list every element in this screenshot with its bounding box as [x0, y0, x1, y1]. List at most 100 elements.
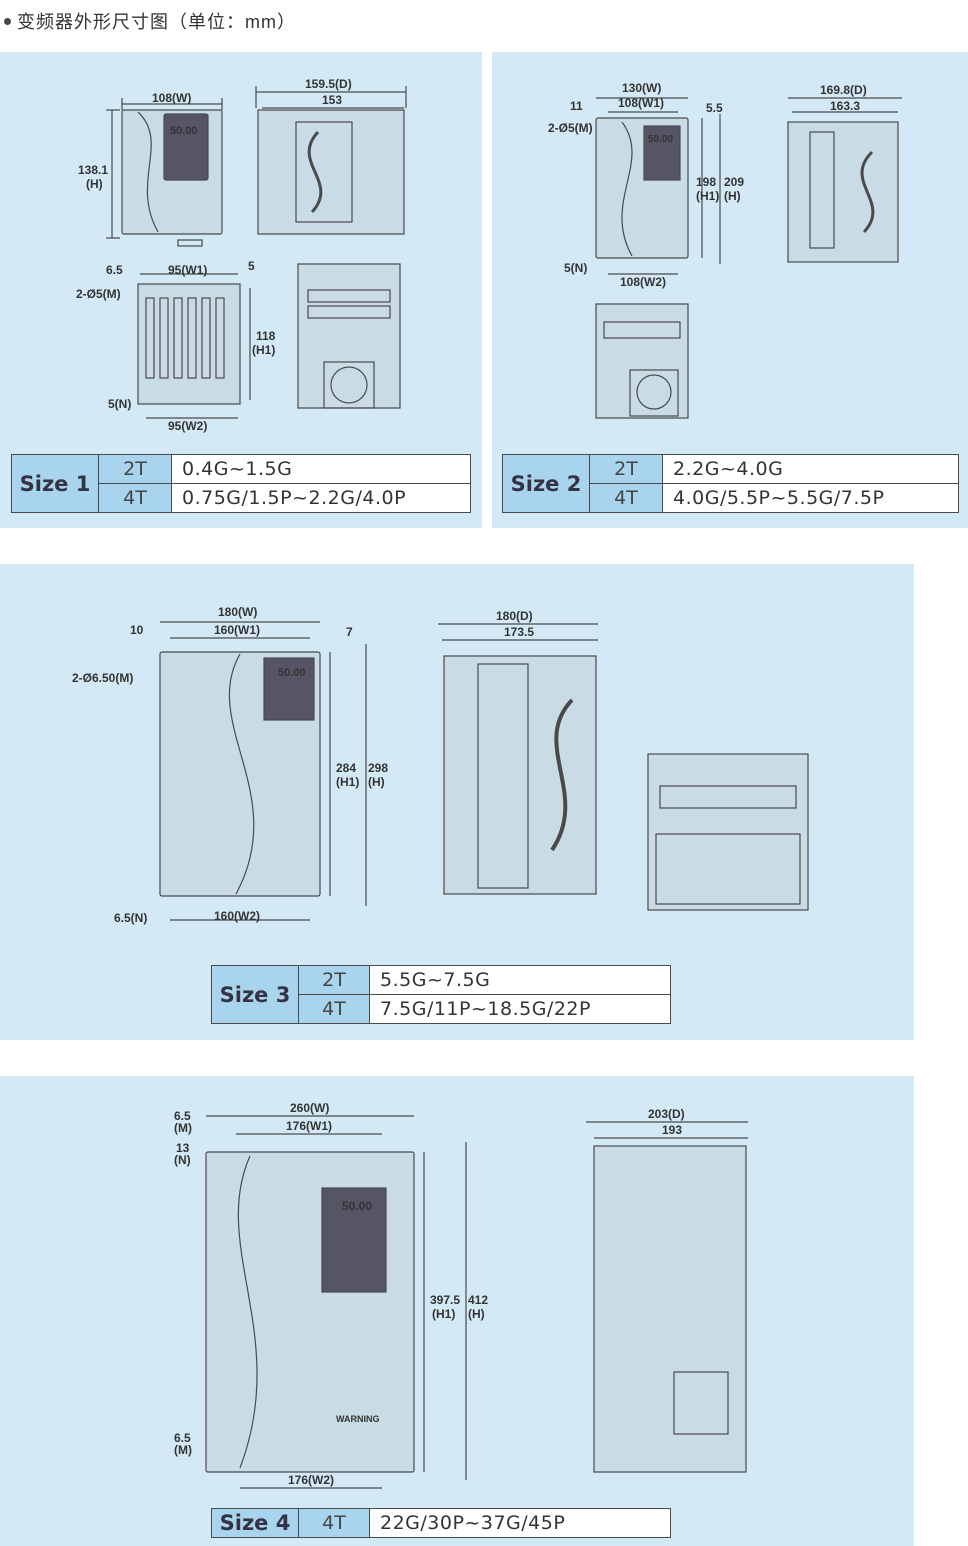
size1-heatsink-fins	[145, 297, 225, 379]
size1-back-body	[137, 283, 241, 405]
size3-side-vents	[477, 663, 529, 889]
size2-bottom-slots	[603, 321, 681, 339]
size4-front-curve	[237, 1155, 258, 1469]
size3-bottom-body	[647, 753, 809, 911]
size4-h1-name: (H1)	[432, 1307, 455, 1321]
size4-keypad	[321, 1187, 387, 1293]
size1-side-logo	[307, 130, 323, 214]
size3-n-label: 6.5(N)	[114, 911, 147, 925]
size2-range-2t: 2.2G~4.0G	[662, 454, 959, 484]
size1-voltage-2t: 2T	[98, 454, 172, 484]
size2-d2-label: 163.3	[830, 99, 860, 113]
size4-h1-value: 397.5	[430, 1293, 460, 1307]
size2-h1-value: 198	[696, 175, 716, 189]
size1-panel: 108(W) 138.1 (H) 159.5(D) 153 6.5 95(W1)…	[0, 52, 482, 528]
bullet-icon	[4, 17, 11, 25]
size4-w1-label: 176(W1)	[286, 1119, 332, 1133]
size2-range-4t: 4.0G/5.5P~5.5G/7.5P	[662, 483, 959, 513]
size2-drawings: 130(W) 108(W1) 11 5.5 2-Ø5(M) 198 (H1) 2…	[548, 81, 902, 419]
size2-n-label: 5(N)	[564, 261, 587, 275]
size1-spec-table: Size 1 2T 0.4G~1.5G 4T 0.75G/1.5P~2.2G/4…	[11, 454, 471, 513]
size1-m-right: 5	[248, 259, 255, 273]
size3-w2-label: 160(W2)	[214, 909, 260, 923]
size1-rear-slots	[307, 289, 391, 319]
size1-fan	[330, 366, 368, 404]
size4-range-4t: 22G/30P~37G/45P	[369, 1508, 671, 1538]
size4-side-vents	[673, 1371, 729, 1435]
size4-m-value: 6.5	[174, 1109, 191, 1123]
size1-range-4t: 0.75G/1.5P~2.2G/4.0P	[171, 483, 471, 513]
size3-bottom-terminals	[659, 785, 797, 809]
size2-bottom-body	[595, 303, 689, 419]
size2-voltage-2t: 2T	[589, 454, 663, 484]
size1-side-vent	[295, 121, 353, 223]
size3-right-offset: 7	[346, 625, 353, 639]
size3-side-body	[443, 655, 597, 895]
size2-h1-name: (H1)	[696, 189, 719, 203]
size2-side-logo	[860, 150, 875, 234]
size4-h-name: (H)	[468, 1307, 485, 1321]
size2-right-offset: 5.5	[706, 101, 723, 115]
size1-n-top: 6.5	[106, 263, 123, 277]
size1-fan-box	[323, 361, 375, 409]
size4-n-name: (N)	[174, 1153, 191, 1167]
size3-h-value: 298	[368, 761, 388, 775]
size4-m-name: (M)	[174, 1121, 192, 1135]
size3-voltage-4t: 4T	[298, 994, 370, 1024]
size4-warning-label: WARNING	[336, 1414, 380, 1424]
size2-h-value: 209	[724, 175, 744, 189]
size2-h-name: (H)	[724, 189, 741, 203]
size4-w-label: 260(W)	[290, 1101, 329, 1115]
size3-label: Size 3	[211, 965, 299, 1024]
size3-d2-label: 173.5	[504, 625, 534, 639]
size1-h-value: 138.1	[78, 163, 108, 177]
size4-drawings: 6.5 (M) 13 (N) 260(W) 176(W1) 6.5 (M) 17…	[174, 1101, 748, 1489]
size4-voltage-4t: 4T	[298, 1508, 370, 1538]
size1-label: Size 1	[11, 454, 99, 513]
size2-holes-label: 2-Ø5(M)	[548, 121, 593, 135]
size1-holes-label: 2-Ø5(M)	[76, 287, 121, 301]
heading-text: 变频器外形尺寸图（单位：mm）	[17, 12, 296, 32]
size1-h1-value: 118	[256, 329, 276, 343]
size1-h-name: (H)	[86, 177, 103, 191]
size2-panel: 130(W) 108(W1) 11 5.5 2-Ø5(M) 198 (H1) 2…	[492, 52, 968, 528]
size2-d-label: 169.8(D)	[820, 83, 867, 97]
size3-side-logo	[550, 698, 574, 852]
size2-voltage-4t: 4T	[589, 483, 663, 513]
size4-m2-name: (M)	[174, 1443, 192, 1457]
size4-d-label: 203(D)	[648, 1107, 685, 1121]
size2-w1-label: 108(W1)	[618, 96, 664, 110]
size2-front-curve	[621, 121, 633, 257]
size3-drawings: 180(W) 160(W1) 10 7 2-Ø6.50(M) 284 (H1) …	[72, 605, 809, 925]
size1-d2-label: 153	[322, 93, 342, 107]
size1-display-readout: 50.00	[170, 125, 198, 137]
size3-w-label: 180(W)	[218, 605, 257, 619]
size2-side-body	[787, 121, 899, 263]
size3-spec-table: Size 3 2T 5.5G~7.5G 4T 7.5G/11P~18.5G/22…	[211, 965, 671, 1024]
size2-keypad	[643, 125, 681, 181]
size1-h1-name: (H1)	[252, 343, 275, 357]
size3-range-2t: 5.5G~7.5G	[369, 965, 671, 995]
size3-h1-value: 284	[336, 761, 356, 775]
size3-w1-label: 160(W1)	[214, 623, 260, 637]
size4-h-value: 412	[468, 1293, 488, 1307]
size4-w2-label: 176(W2)	[288, 1473, 334, 1487]
size2-spec-table: Size 2 2T 2.2G~4.0G 4T 4.0G/5.5P~5.5G/7.…	[502, 454, 959, 513]
size1-voltage-4t: 4T	[98, 483, 172, 513]
size1-d-label: 159.5(D)	[305, 77, 352, 91]
size1-side-body	[257, 109, 405, 235]
size2-w2-label: 108(W2)	[620, 275, 666, 289]
size1-keypad	[163, 113, 209, 181]
page-heading: 变频器外形尺寸图（单位：mm）	[4, 8, 296, 34]
size4-d2-label: 193	[662, 1123, 682, 1137]
size3-voltage-2t: 2T	[298, 965, 370, 995]
size3-h-name: (H)	[368, 775, 385, 789]
size3-keypad	[263, 657, 315, 721]
size3-holes-label: 2-Ø6.50(M)	[72, 671, 133, 685]
size3-h1-name: (H1)	[336, 775, 359, 789]
size3-display-readout: 50.00	[278, 667, 306, 679]
size3-left-offset: 10	[130, 623, 144, 637]
size2-side-slots	[809, 131, 835, 249]
size2-w-label: 130(W)	[622, 81, 661, 95]
size1-w2-label: 95(W2)	[168, 419, 207, 433]
